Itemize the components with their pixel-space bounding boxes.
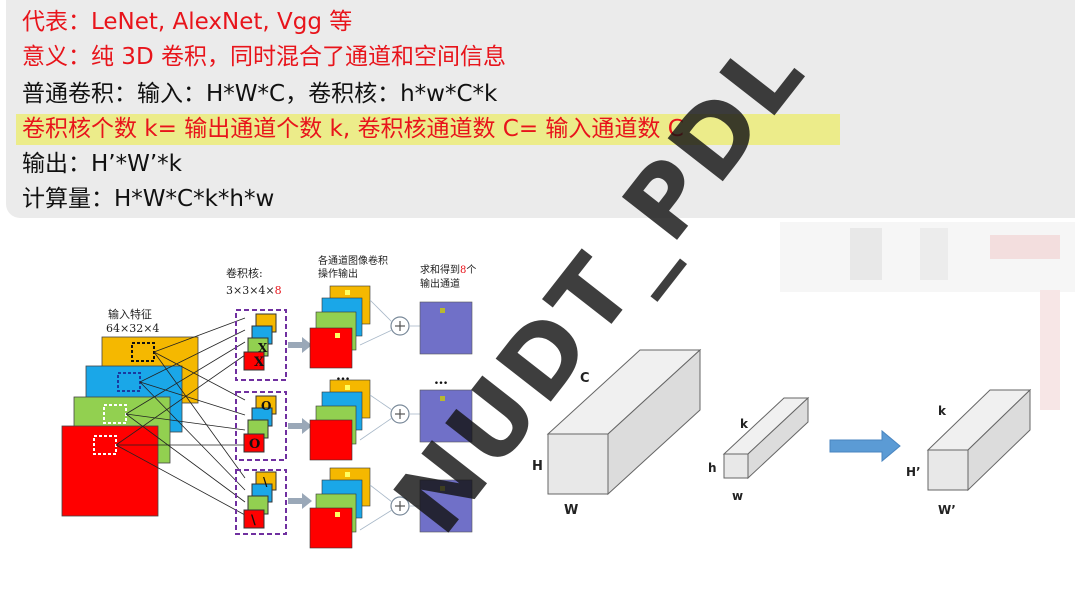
input-tensor (546, 348, 702, 496)
sum-label: 求和得到8个 (420, 264, 476, 276)
text-panel (6, 0, 1075, 218)
highlight-band (16, 114, 840, 145)
svg-text:X: X (258, 341, 268, 355)
channel-output-stack-1 (309, 285, 371, 369)
line-computation: 计算量：H*W*C*k*h*w (22, 186, 275, 212)
input-feature-label: 输入特征 (108, 307, 152, 321)
channel-output-label: 各通道图像卷积 (318, 254, 388, 267)
svg-text:X: X (254, 355, 265, 370)
arrows (288, 337, 312, 509)
svg-text:O: O (261, 399, 271, 413)
svg-text:…: … (434, 372, 448, 388)
input-feature-stack (61, 336, 199, 517)
svg-text:\: \ (251, 513, 256, 528)
line-kernel-count: 卷积核个数 k= 输出通道个数 k, 卷积核通道数 C= 输入通道数 C (22, 116, 684, 142)
label-k: k (740, 417, 749, 431)
label-k-out: k (938, 404, 947, 418)
kernel-group-3: \ \ (235, 469, 287, 535)
connection-lines (115, 317, 246, 516)
channel-output-label-2: 操作输出 (318, 267, 358, 280)
background-decoration-bar (990, 235, 1060, 259)
channel-output-stack-3 (309, 467, 371, 549)
sum-signs (395, 321, 405, 511)
tensor-shape-diagram: C H W k h w k H’ W’ (532, 348, 1032, 518)
line-representatives: 代表：LeNet, AlexNet, Vgg 等 (22, 9, 353, 35)
label-h: h (708, 461, 717, 475)
line-meaning: 意义：纯 3D 卷积，同时混合了通道和空间信息 (22, 44, 506, 70)
svg-text:\: \ (263, 475, 268, 489)
channel-output-stack-2 (309, 379, 371, 461)
kernel-tensor (722, 396, 810, 480)
output-channels: … (419, 301, 473, 533)
output-tensor (926, 388, 1032, 492)
transform-arrow-icon (829, 429, 901, 463)
input-size-label: 64×32×4 (106, 322, 159, 335)
background-decoration-bar (850, 228, 882, 280)
svg-text:O: O (249, 437, 260, 452)
convolution-diagram: 输入特征 64×32×4 卷积核: 3×3×4×8 各通道图像卷积 操作输出 求… (61, 254, 476, 549)
label-C: C (580, 371, 590, 386)
background-decoration-bar (920, 228, 948, 280)
sum-label-2: 输出通道 (420, 277, 460, 290)
sum-links (359, 299, 420, 531)
line-normal-conv: 普通卷积：输入：H*W*C，卷积核：h*w*C*k (22, 81, 498, 107)
kernel-group-2: O O (235, 391, 287, 461)
line-output: 输出：H’*W’*k (22, 151, 182, 177)
label-H-out: H’ (906, 465, 921, 479)
kernel-group-1: X X (235, 309, 287, 381)
label-H: H (532, 459, 543, 474)
background-decoration-bar (1040, 290, 1060, 410)
label-w: w (732, 489, 743, 503)
label-W: W (564, 503, 578, 518)
kernel-label: 卷积核: (226, 266, 263, 280)
kernel-size-label: 3×3×4×8 (226, 284, 282, 297)
label-W-out: W’ (938, 503, 956, 517)
